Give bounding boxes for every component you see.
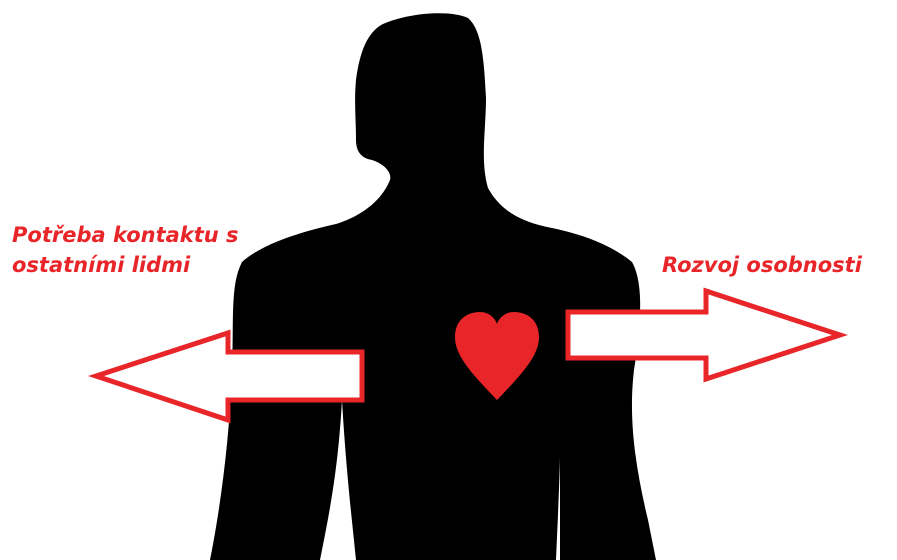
contact-need-label-line1: Potřeba kontaktu s [12, 220, 239, 250]
human-silhouette [210, 13, 656, 560]
personal-growth-label: Rozvoj osobnosti [662, 250, 862, 280]
contact-need-label-line2: ostatními lidmi [12, 250, 239, 280]
contact-need-label: Potřeba kontaktu s ostatními lidmi [12, 220, 239, 280]
